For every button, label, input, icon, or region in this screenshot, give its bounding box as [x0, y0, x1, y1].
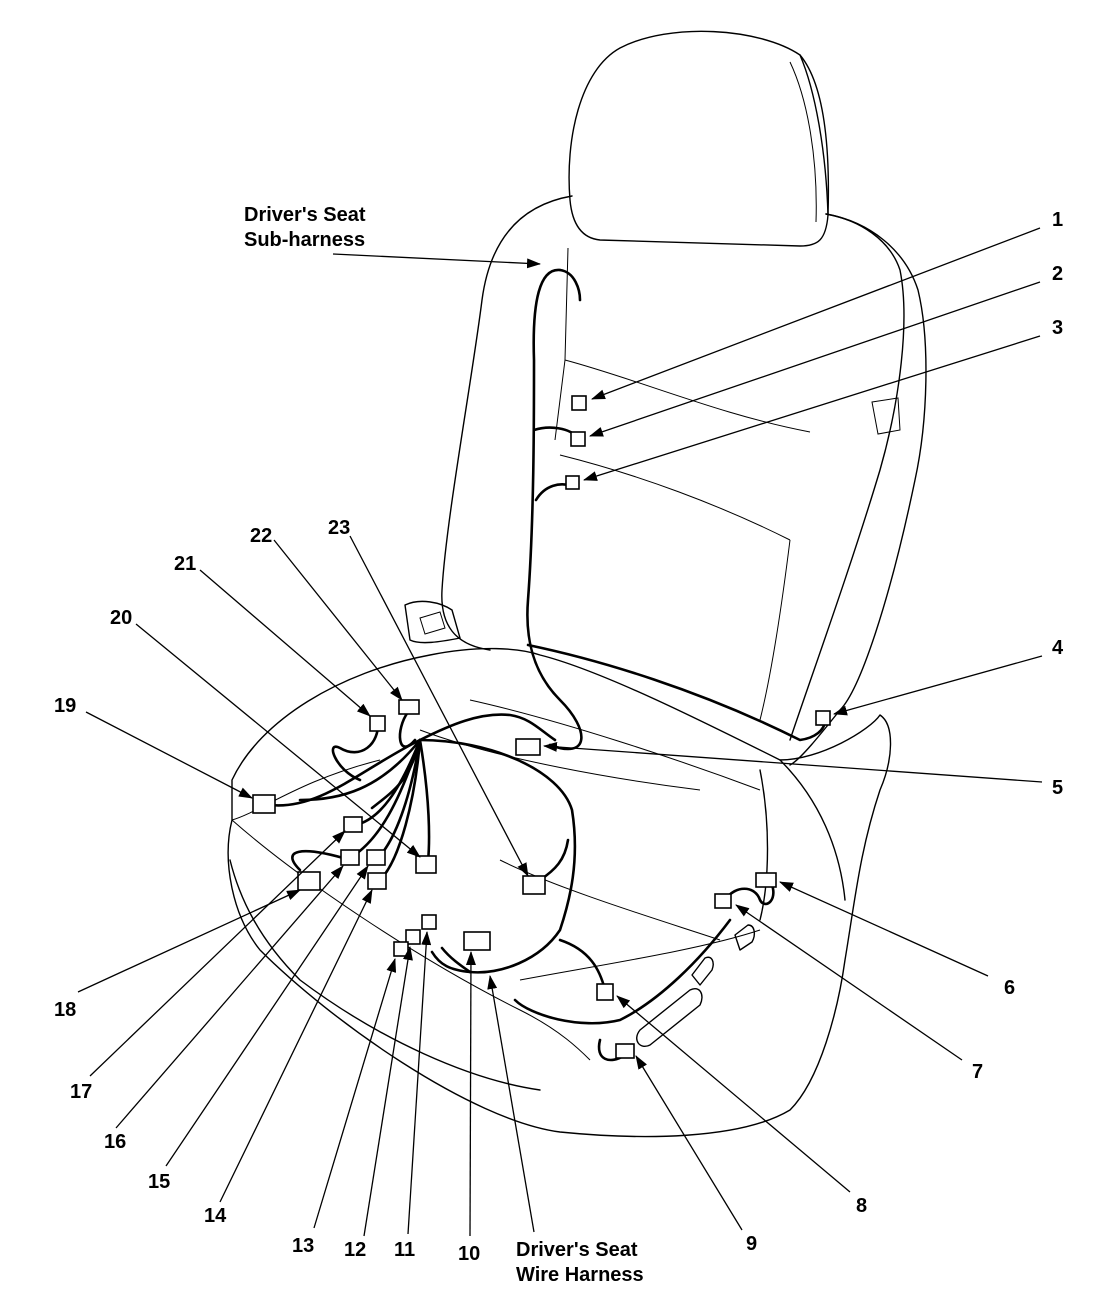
- callout-13: 13: [292, 1235, 314, 1257]
- leader-lines: [77, 227, 1043, 1237]
- callout-9: 9: [746, 1233, 757, 1255]
- callout-15: 15: [148, 1171, 170, 1193]
- sub-harness-label-line1: Driver's Seat: [244, 204, 366, 226]
- connector-23: [522, 875, 546, 895]
- connector-22: [398, 699, 420, 715]
- connector-3: [565, 475, 580, 490]
- connectors: [252, 395, 831, 1059]
- callout-19: 19: [54, 695, 76, 717]
- connector-17: [343, 816, 363, 833]
- callout-6: 6: [1004, 977, 1015, 999]
- callout-3: 3: [1052, 317, 1063, 339]
- callout-11: 11: [394, 1239, 415, 1261]
- headrest-side: [799, 54, 829, 216]
- connector-5: [515, 738, 541, 756]
- callout-12: 12: [344, 1239, 366, 1261]
- connector-21: [369, 715, 386, 732]
- callout-21: 21: [174, 553, 196, 575]
- callout-2: 2: [1052, 263, 1063, 285]
- connector-16: [340, 849, 360, 866]
- callout-14: 14: [204, 1205, 227, 1227]
- callout-1: 1: [1052, 209, 1063, 231]
- callout-23: 23: [328, 517, 350, 539]
- connector-7: [714, 893, 732, 909]
- callout-7: 7: [972, 1061, 983, 1083]
- connector-8: [596, 983, 614, 1001]
- seatback: [441, 195, 927, 766]
- connector-19: [252, 794, 276, 814]
- connector-12: [405, 929, 421, 945]
- connector-9: [615, 1043, 635, 1059]
- callout-22: 22: [250, 525, 272, 547]
- labels: Driver's Seat Sub-harness Driver's Seat …: [54, 204, 1064, 1286]
- connector-18: [297, 871, 321, 891]
- wiring: [268, 268, 827, 1062]
- connector-20: [415, 855, 437, 874]
- wire-harness-label-line2: Wire Harness: [516, 1264, 644, 1286]
- seat-cushion: [227, 647, 892, 1138]
- seat-drawing: [227, 30, 927, 1138]
- callout-16: 16: [104, 1131, 126, 1153]
- sub-harness-label-line2: Sub-harness: [244, 229, 365, 251]
- headrest: [568, 30, 830, 247]
- connector-11: [421, 914, 437, 930]
- connector-1: [571, 395, 587, 411]
- callout-18: 18: [54, 999, 76, 1021]
- callout-20: 20: [110, 607, 132, 629]
- callout-4: 4: [1052, 637, 1064, 659]
- callout-17: 17: [70, 1081, 92, 1103]
- connector-13: [393, 941, 409, 957]
- connector-10: [463, 931, 491, 951]
- callout-5: 5: [1052, 777, 1063, 799]
- callout-8: 8: [856, 1195, 867, 1217]
- connector-4: [815, 710, 831, 726]
- connector-6: [755, 872, 777, 888]
- wire-harness-label-line1: Driver's Seat: [516, 1239, 638, 1261]
- connector-2: [570, 431, 586, 447]
- callout-10: 10: [458, 1243, 480, 1265]
- connector-14: [367, 872, 387, 890]
- connector-15: [366, 849, 386, 866]
